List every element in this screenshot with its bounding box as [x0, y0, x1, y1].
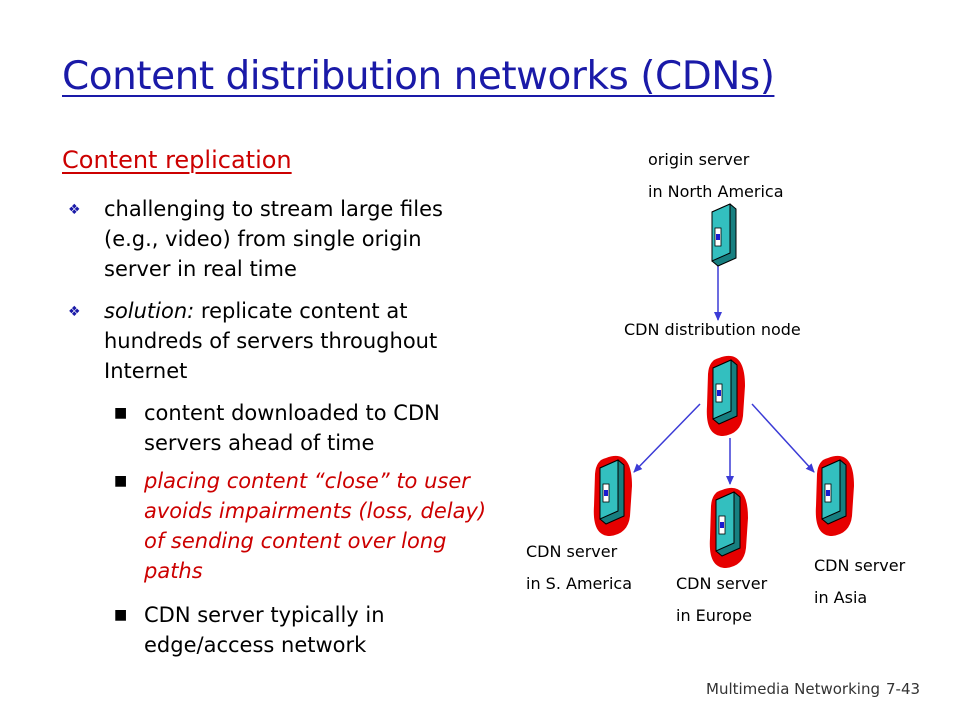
slide-title: Content distribution networks (CDNs)	[62, 54, 775, 99]
samerica-server-icon	[593, 455, 632, 536]
subbullet-1: ■ content downloaded to CDN servers ahea…	[114, 398, 494, 458]
distribution-node-icon	[706, 355, 745, 436]
subheading: Content replication	[62, 146, 292, 174]
diamond-bullet-icon: ❖	[68, 202, 81, 218]
bullet-lead: solution:	[104, 299, 195, 323]
subbullet-text: placing content “close” to user avoids i…	[144, 469, 487, 583]
bullet-text: replicate content at hundreds of servers…	[104, 299, 438, 383]
page-number: 7-43	[886, 680, 921, 698]
europe-server-icon	[709, 487, 748, 568]
square-bullet-icon: ■	[114, 405, 128, 421]
node-to-samerica-arrow	[633, 403, 701, 473]
subbullet-3: ■ CDN server typically in edge/access ne…	[114, 600, 494, 660]
samerica-server-label: CDN server in S. America	[526, 542, 632, 593]
subbullet-text: CDN server typically in edge/access netw…	[144, 603, 385, 657]
origin-server-icon	[711, 203, 737, 267]
diamond-bullet-icon: ❖	[68, 304, 81, 320]
europe-server-label: CDN server in Europe	[676, 574, 768, 625]
asia-server-label: CDN server in Asia	[814, 556, 906, 607]
node-to-asia-arrow	[751, 403, 815, 473]
asia-server-icon	[815, 455, 854, 536]
origin-server-label: origin server in North America	[648, 150, 784, 201]
square-bullet-icon: ■	[114, 473, 128, 489]
distribution-node-label: CDN distribution node	[624, 320, 801, 339]
bullet-1: ❖ challenging to stream large files (e.g…	[68, 194, 494, 284]
footer-section: Multimedia Networking	[706, 680, 880, 698]
bullet-text: challenging to stream large files (e.g.,…	[104, 197, 443, 281]
square-bullet-icon: ■	[114, 607, 128, 623]
subbullet-2: ■ placing content “close” to user avoids…	[114, 466, 494, 586]
bullet-2: ❖ solution: replicate content at hundred…	[68, 296, 494, 386]
subbullet-text: content downloaded to CDN servers ahead …	[144, 401, 440, 455]
